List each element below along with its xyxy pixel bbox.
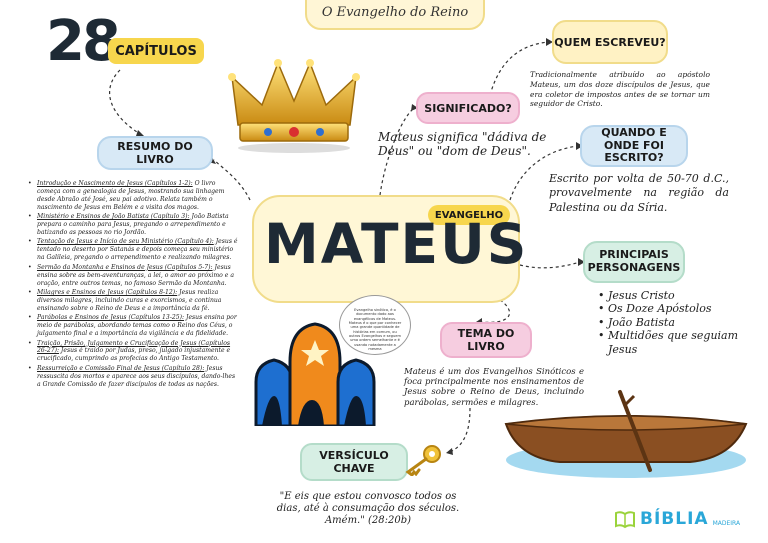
author-title: QUEM ESCREVEU? — [552, 20, 668, 64]
characters-list: Jesus Cristo Os Doze Apóstolos João Bati… — [598, 289, 758, 356]
list-item: Ministério e Ensinos de João Batista (Ca… — [28, 213, 240, 237]
nativity-window-icon — [254, 322, 376, 426]
boat-icon — [504, 390, 748, 478]
characters-title: PRINCIPAIS PERSONAGENS — [583, 241, 685, 283]
book-title: MATEUS — [264, 212, 529, 276]
book-badge: EVANGELHO — [428, 205, 510, 225]
theme-text: Mateus é um dos Evangelhos Sinóticos e f… — [404, 367, 584, 408]
verse-title: VERSÍCULO CHAVE — [300, 443, 408, 481]
meaning-title: SIGNIFICADO? — [416, 92, 520, 124]
list-item: Jesus Cristo — [598, 289, 758, 303]
list-item: Multidões que seguiam Jesus — [598, 329, 758, 356]
list-item: Introdução e Nascimento de Jesus (Capítu… — [28, 180, 240, 212]
verse-text: "E eis que estou convosco todos os dias,… — [276, 491, 460, 526]
summary-title: RESUMO DO LIVRO — [97, 136, 213, 170]
chapters-label: CAPÍTULOS — [108, 38, 204, 64]
list-item: Traição, Prisão, Julgamento e Crucificaç… — [28, 340, 240, 364]
crown-icon — [228, 59, 360, 153]
list-item: Ressurreição e Comissão Final de Jesus (… — [28, 365, 240, 389]
speech-bubble: Evangelho sinótico, é o documento dado a… — [339, 295, 411, 355]
theme-title: TEMA DO LIVRO — [440, 322, 532, 358]
when-text: Escrito por volta de 50-70 d.C., provave… — [549, 172, 729, 214]
list-item: Os Doze Apóstolos — [598, 302, 758, 316]
list-item: Sermão da Montanha e Ensinos de Jesus (C… — [28, 264, 240, 288]
chapters-count: 28 — [46, 9, 121, 74]
author-text: Tradicionalmente atribuído ao apóstolo M… — [530, 70, 710, 109]
meaning-text: Mateus significa "dádiva de Deus" ou "do… — [378, 130, 547, 159]
header-banner: O Evangelho do Reino — [305, 0, 485, 30]
book-logo-icon — [615, 511, 635, 529]
brand-sub: MADEIRA — [712, 519, 741, 527]
brand-logo: BÍBLIA MADEIRA — [614, 507, 740, 531]
key-icon — [405, 445, 441, 476]
when-title: QUANDO E ONDE FOI ESCRITO? — [580, 125, 688, 167]
list-item: Milagres e Ensinos de Jesus (Capítulos 8… — [28, 289, 240, 313]
list-item: Tentação de Jesus e Início de seu Minist… — [28, 238, 240, 262]
list-item: João Batista — [598, 316, 758, 330]
summary-list: Introdução e Nascimento de Jesus (Capítu… — [28, 180, 240, 390]
brand-name: BÍBLIA — [640, 509, 709, 529]
list-item: Parábolas e Ensinos de Jesus (Capítulos … — [28, 314, 240, 338]
